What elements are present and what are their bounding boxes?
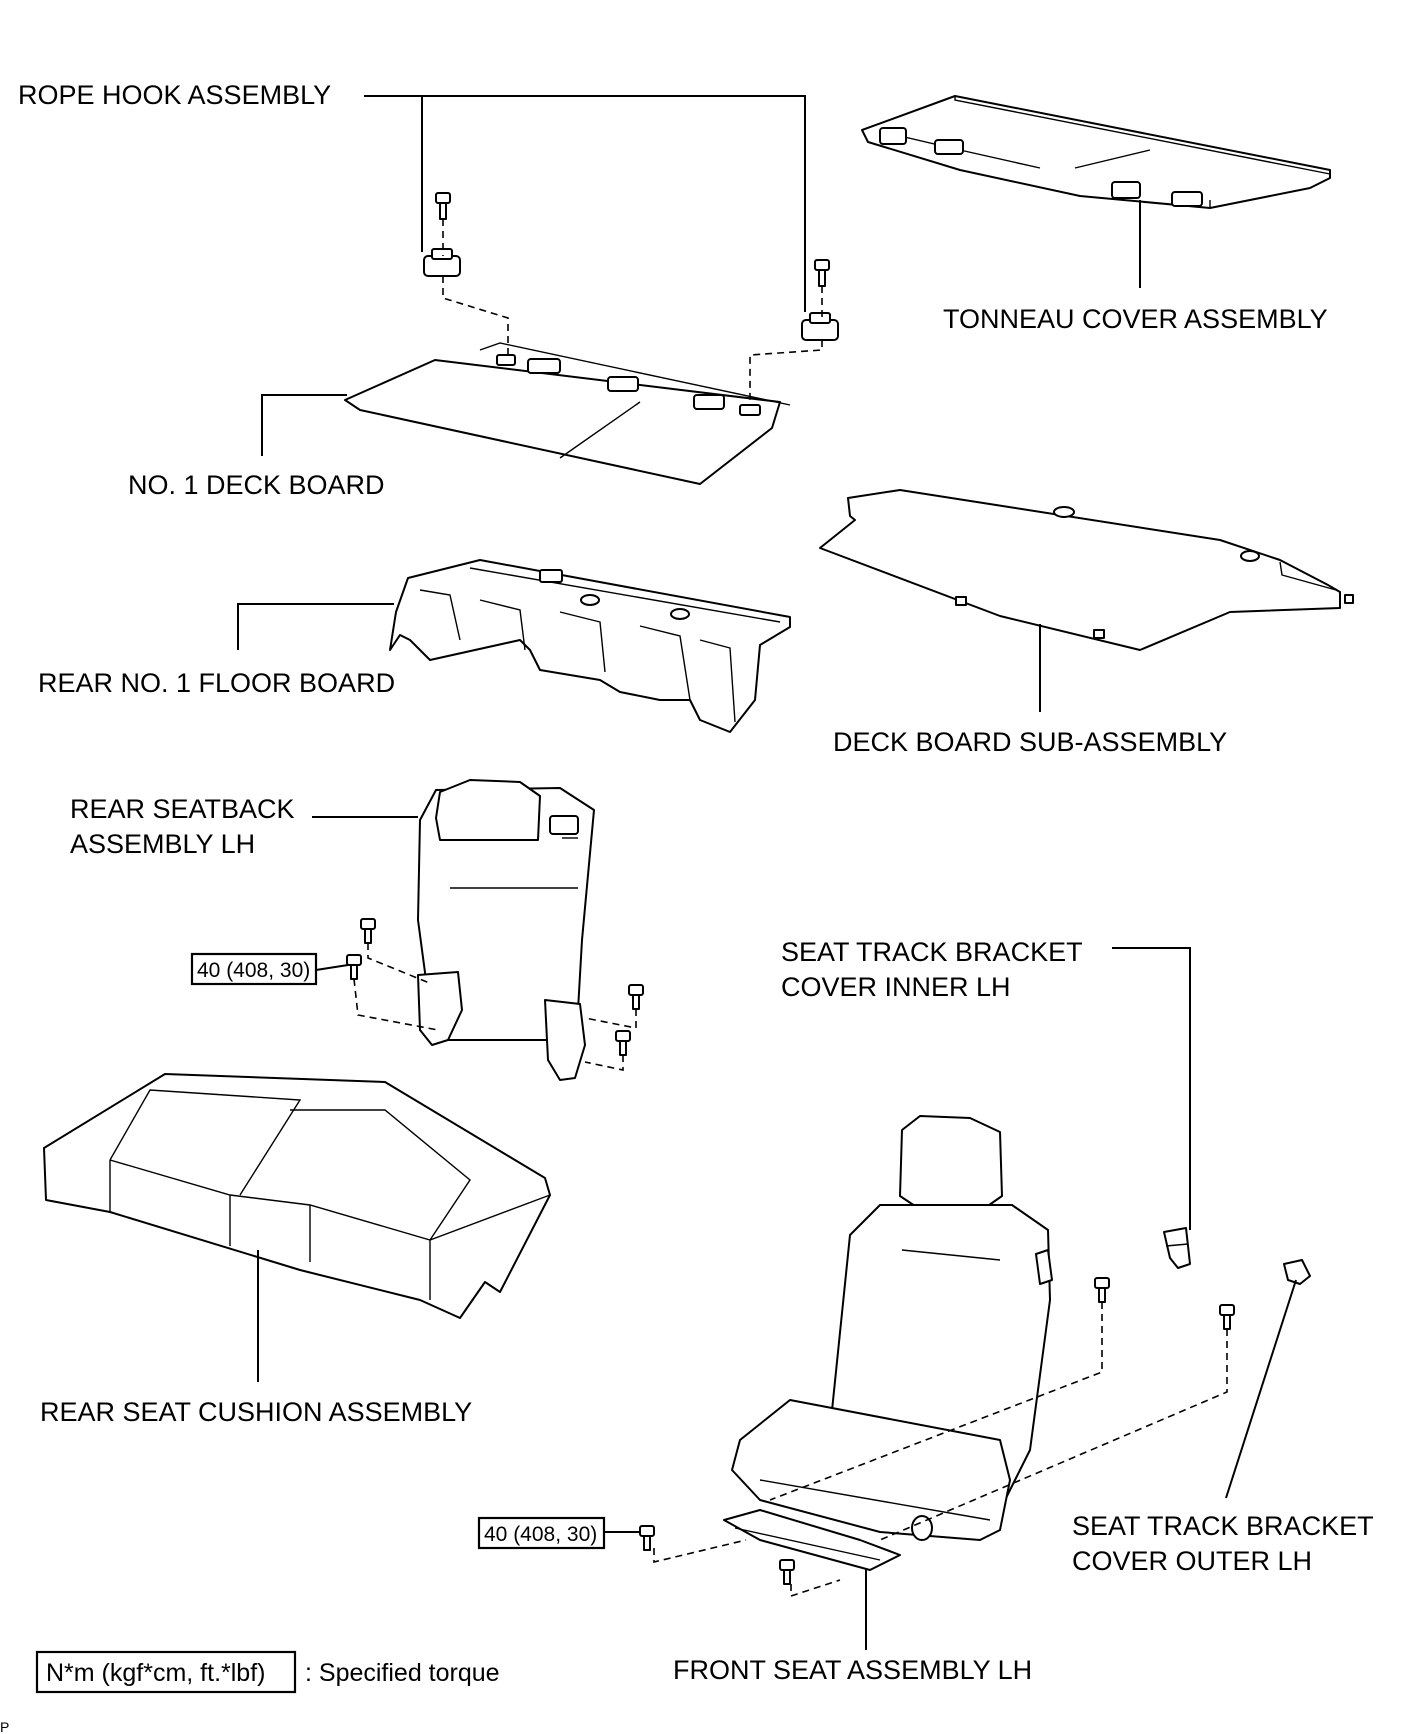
torque-legend: N*m (kgf*cm, ft.*lbf) : Specified torque [35,1650,500,1694]
label-front-seat: FRONT SEAT ASSEMBLY LH [673,1655,1032,1685]
bolt-icon [639,1525,655,1551]
rear-seatback-part [417,779,595,1081]
bolt-icon [1219,1304,1235,1330]
rope-hook-left-part [423,248,461,277]
label-rope-hook: ROPE HOOK ASSEMBLY [18,80,331,110]
label-tonneau-cover: TONNEAU COVER ASSEMBLY [943,304,1328,334]
leader-lines [237,95,1297,1650]
label-track-cover-inner-line1: SEAT TRACK BRACKET [781,937,1083,967]
track-cover-outer-part [1283,1259,1311,1285]
label-deck-board-no1: NO. 1 DECK BOARD [128,470,385,500]
bolt-icon [435,192,451,220]
bolt-icon [615,1030,631,1056]
torque-value-front-seat: 40 (408, 30) [484,1523,597,1546]
deck-board-sub-part [819,489,1354,651]
rope-hook-right-part [801,312,839,341]
label-track-cover-outer-line2: COVER OUTER LH [1072,1546,1312,1576]
rear-seat-cushion-part [43,1073,551,1319]
label-rear-seatback-line1: REAR SEATBACK [70,794,295,824]
torque-callout-front-seat: 40 (408, 30) [477,1516,606,1550]
label-rear-floor-board: REAR NO. 1 FLOOR BOARD [38,668,395,698]
alignment-dashed-lines [353,219,1228,1598]
legend-unit-box-text: N*m (kgf*cm, ft.*lbf) [46,1659,265,1687]
label-rear-seatback-line2: ASSEMBLY LH [70,829,255,859]
part-labels: ROPE HOOK ASSEMBLY TONNEAU COVER ASSEMBL… [18,80,1374,1685]
corner-mark: P [0,1719,9,1734]
label-track-cover-inner-line2: COVER INNER LH [781,972,1011,1002]
bolt-icon [1094,1277,1110,1303]
legend-description: : Specified torque [305,1659,500,1687]
label-deck-board-sub: DECK BOARD SUB-ASSEMBLY [833,727,1227,757]
bolt-icon [360,918,376,944]
torque-value-rear-seatback: 40 (408, 30) [197,959,310,982]
label-rear-seat-cushion: REAR SEAT CUSHION ASSEMBLY [40,1397,472,1427]
bolt-icon [346,954,362,980]
front-seat-part [723,1115,1053,1571]
track-cover-inner-part [1163,1227,1191,1269]
rear-floor-board-part [389,559,791,733]
torque-callout-rear-seatback: 40 (408, 30) [190,952,318,986]
tonneau-cover-part [861,95,1331,209]
bolt-icon [814,259,830,287]
bolt-icon [779,1559,795,1585]
deck-board-no1-part [344,342,791,485]
label-track-cover-outer-line1: SEAT TRACK BRACKET [1072,1511,1374,1541]
bolt-icon [628,984,644,1010]
